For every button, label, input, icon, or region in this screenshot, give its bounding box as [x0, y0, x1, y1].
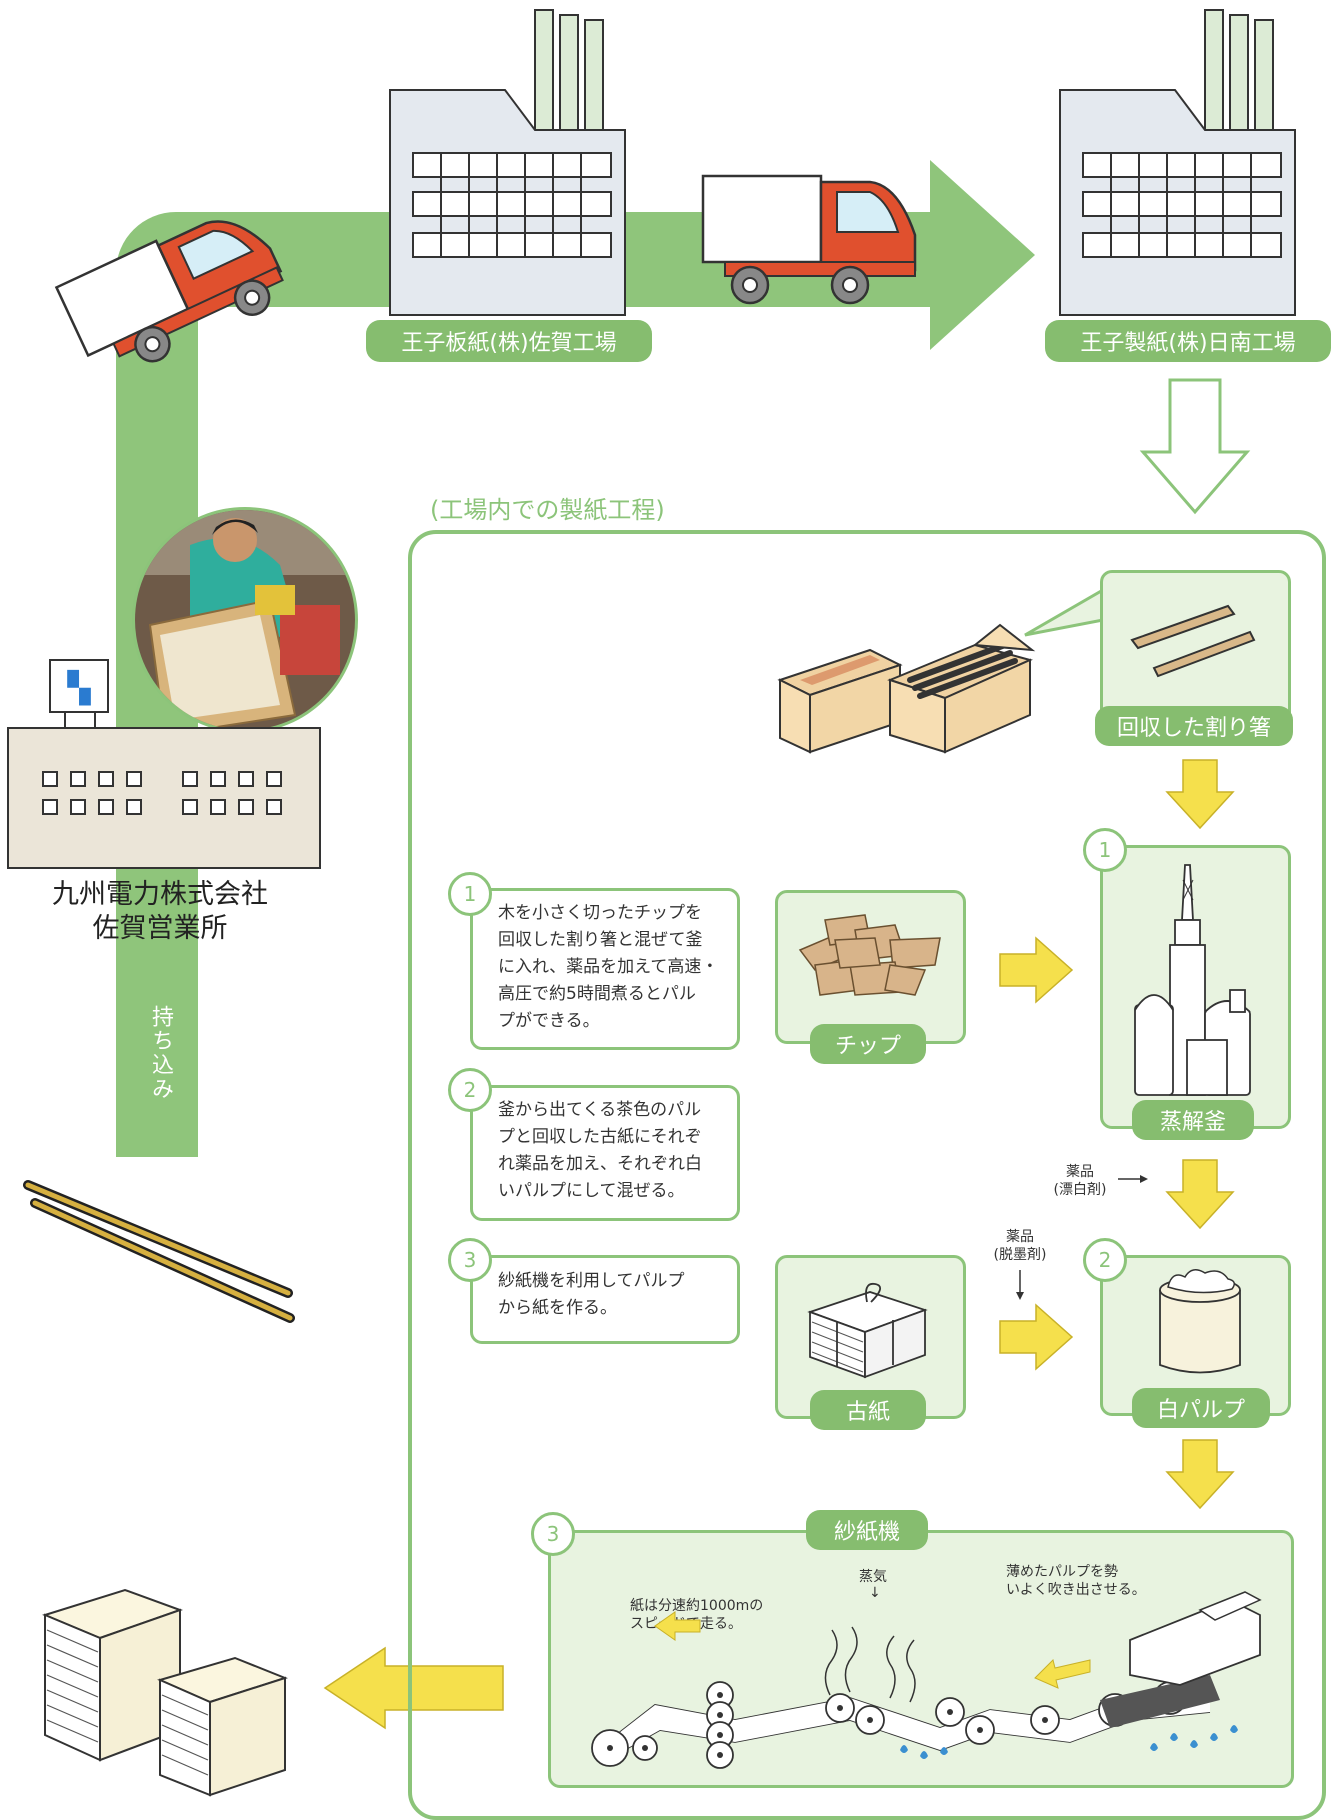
office-name: 九州電力株式会社 佐賀営業所 [20, 878, 300, 946]
yellow-arrow-down-3 [1165, 1439, 1235, 1510]
bleach-arrow [1118, 1175, 1148, 1183]
truck-straight [701, 174, 917, 305]
factory-nichinan-label: 王子製紙(株)日南工場 [1045, 320, 1331, 362]
step-2-box [470, 1085, 740, 1221]
step-2-text: 釜から出てくる茶色のパル プと回収した古紙にそれぞ れ薬品を加え、それぞれ白 い… [498, 1100, 702, 1201]
route-arrow-head [930, 160, 1035, 350]
yellow-arrow-down-1 [1165, 759, 1235, 830]
white-pulp-number: 2 [1083, 1238, 1127, 1282]
chemical-bleach: 薬品 (漂白剤) [1053, 1164, 1107, 1198]
paper-machine-illustration [591, 1591, 1262, 1769]
chopsticks-pair-icon [1130, 604, 1256, 678]
yellow-arrow-right-1 [999, 936, 1074, 1004]
white-pulp-icon [1159, 1269, 1241, 1374]
factory-saga-label: 王子板紙(株)佐賀工場 [366, 320, 652, 362]
step-1-number: 1 [448, 872, 492, 916]
white-pulp-label: 白パルプ [1132, 1388, 1270, 1428]
machine-note-steam: 蒸気 [859, 1569, 887, 1585]
step-3-box [470, 1255, 740, 1344]
yellow-arrow-right-2 [999, 1303, 1074, 1371]
factory-saga-icon [389, 9, 626, 316]
down-arrow-hollow [1139, 378, 1251, 515]
office-building-icon: ▚ [7, 659, 321, 869]
svg-text:▚: ▚ [66, 670, 91, 706]
office-name-line2: 佐賀営業所 [92, 913, 228, 944]
factory-nichinan-icon [1059, 9, 1296, 316]
chopstick-boxes-illustration [777, 623, 1036, 754]
office-name-line1: 九州電力株式会社 [52, 879, 268, 910]
chip-panel [775, 890, 966, 1044]
paper-stacks-illustration [42, 1588, 288, 1797]
digester-icon [1134, 864, 1251, 1096]
step-1-text: 木を小さく切ったチップを 回収した割り箸と混ぜて釜 に入れ、薬品を加えて高速・ … [498, 903, 719, 1031]
digester-number: 1 [1083, 828, 1127, 872]
paper-machine-label: 紗紙機 [806, 1510, 928, 1550]
yellow-arrow-left [323, 1646, 504, 1730]
paper-machine-number: 3 [531, 1512, 575, 1556]
collected-chopsticks-label: 回収した割り箸 [1095, 706, 1293, 746]
truck-tilted [54, 220, 284, 363]
step-1-box [470, 888, 740, 1050]
chip-icon [798, 914, 941, 996]
chemical-deink: 薬品 (脱墨剤) [993, 1229, 1047, 1263]
steam-arrow: ↓ [869, 1585, 881, 1601]
step-3-number: 3 [448, 1238, 492, 1282]
deink-arrow [1016, 1270, 1024, 1300]
bring-in-label: 持ち込み [148, 1005, 173, 1101]
chopsticks-illustration [23, 1180, 295, 1323]
machine-note-jet: 薄めたパルプを勢 いよく吹き出させる。 [1006, 1564, 1146, 1598]
digester-label: 蒸解釜 [1132, 1100, 1254, 1140]
process-title: (工場内での製紙工程) [430, 496, 665, 524]
step-2-number: 2 [448, 1068, 492, 1112]
wastepaper-bundle-icon [807, 1282, 928, 1379]
callout-pointer [1024, 587, 1105, 637]
worker-photo [132, 507, 358, 733]
wastepaper-label: 古紙 [810, 1390, 926, 1430]
step-3-text: 紗紙機を利用してパルプ から紙を作る。 [498, 1271, 685, 1318]
yellow-arrow-down-2 [1165, 1159, 1235, 1230]
chip-label: チップ [810, 1024, 926, 1064]
